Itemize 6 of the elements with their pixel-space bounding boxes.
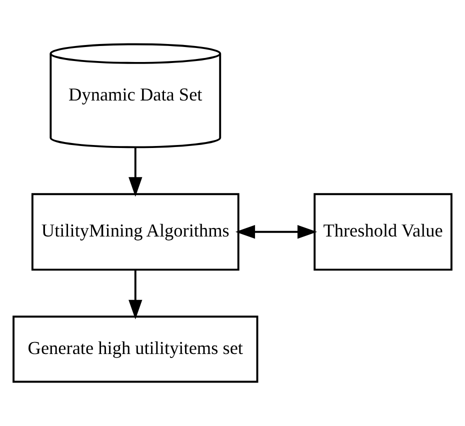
node-box: Generate high utilityitems set xyxy=(12,316,258,383)
arrow xyxy=(128,270,142,320)
arrow xyxy=(235,225,318,239)
node-box: UtilityMining Algorithms xyxy=(31,193,240,271)
node-box: Threshold Value xyxy=(314,193,452,271)
arrow xyxy=(128,148,142,197)
